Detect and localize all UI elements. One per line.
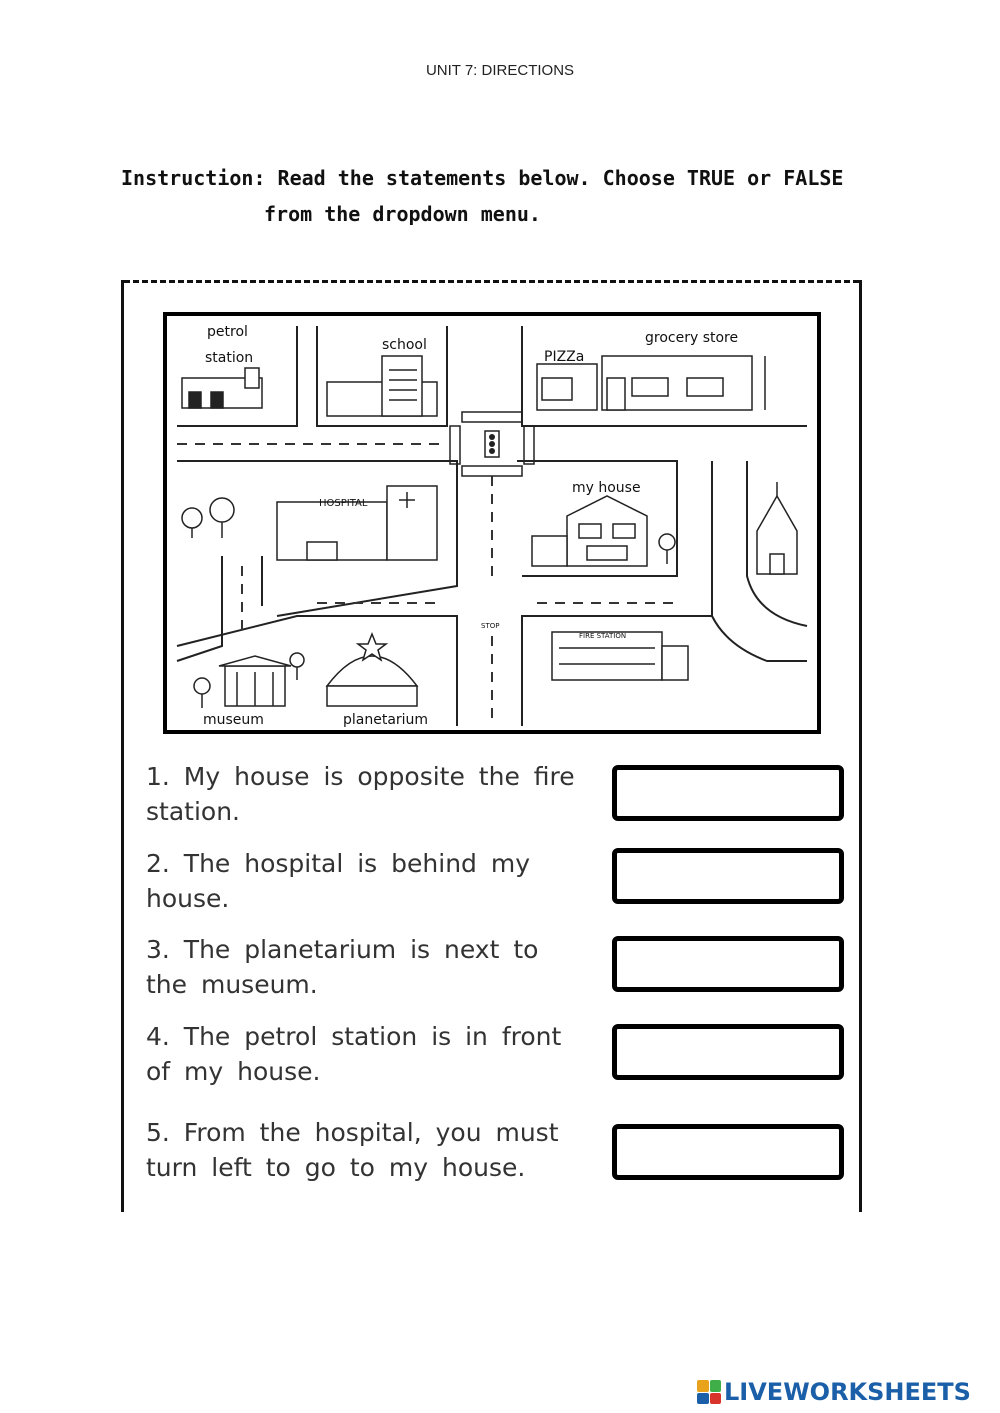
- school-building: [326, 355, 438, 417]
- petrol-station-building: [181, 367, 263, 409]
- crosswalk: [523, 425, 535, 465]
- answer-dropdown-4[interactable]: [612, 1024, 844, 1080]
- road-edge: [521, 615, 807, 726]
- tree-icon: [181, 497, 235, 538]
- map-label-petrol: petrol: [207, 324, 248, 340]
- statement-2: 2. The hospital is behind my house.: [146, 846, 596, 916]
- pizza-shop-building: [536, 363, 598, 411]
- statement-3-line-1: 3. The planetarium is next to: [146, 935, 539, 964]
- map-label-museum: museum: [203, 712, 264, 728]
- map-label-stop: STOP: [481, 622, 499, 630]
- map-label-school: school: [382, 337, 427, 353]
- map-label-my-house: my house: [572, 480, 641, 496]
- instruction-line-1: Instruction: Read the statements below. …: [121, 166, 844, 190]
- answer-dropdown-5[interactable]: [612, 1124, 844, 1180]
- traffic-light-icon: [484, 430, 500, 458]
- map-label-pizza: PIZZa: [544, 349, 584, 365]
- road-edge: [521, 326, 807, 427]
- crosswalk: [461, 411, 523, 423]
- statement-4-line-1: 4. The petrol station is in front: [146, 1022, 562, 1051]
- hospital-building: [276, 485, 438, 561]
- statement-5-line-1: 5. From the hospital, you must: [146, 1118, 559, 1147]
- statement-3: 3. The planetarium is next to the museum…: [146, 932, 596, 1002]
- logo-square: [709, 1380, 721, 1392]
- statement-4-line-2: of my house.: [146, 1057, 321, 1086]
- statement-1: 1. My house is opposite the fire station…: [146, 759, 596, 829]
- road-edge: [177, 326, 298, 427]
- logo-square: [697, 1392, 709, 1404]
- church-building: [756, 482, 798, 575]
- statement-2-line-2: house.: [146, 884, 230, 913]
- statement-3-line-2: the museum.: [146, 970, 318, 999]
- unit-title: UNIT 7: DIRECTIONS: [425, 62, 575, 79]
- museum-building: [218, 655, 292, 707]
- map-label-planetarium: planetarium: [343, 712, 428, 728]
- liveworksheets-wordmark: LIVEWORKSHEETS: [724, 1378, 971, 1406]
- map-label-fire-station: FIRE STATION: [579, 632, 626, 640]
- fire-station-building: [551, 631, 689, 681]
- map-label-hospital: HOSPITAL: [319, 498, 368, 509]
- town-map-drawing: petrol station school PIZZa grocery stor…: [176, 324, 808, 728]
- tree-icon: [193, 652, 305, 708]
- road-edge: [316, 326, 448, 427]
- statement-2-line-1: 2. The hospital is behind my: [146, 849, 531, 878]
- dashed-top-edge: [124, 280, 859, 283]
- map-label-grocery: grocery store: [645, 330, 738, 346]
- instruction-text: Instruction: Read the statements below. …: [121, 160, 881, 232]
- statement-5-line-2: turn left to go to my house.: [146, 1153, 526, 1182]
- grocery-store-building: [601, 355, 766, 411]
- road-edge: [176, 615, 458, 726]
- road-edge: [517, 460, 678, 577]
- instruction-line-2: from the dropdown menu.: [264, 202, 541, 226]
- liveworksheets-brand[interactable]: LIVEWORKSHEETS: [697, 1376, 971, 1408]
- worksheet-frame: [121, 280, 862, 1212]
- crosswalk: [461, 465, 523, 477]
- logo-square: [697, 1380, 709, 1392]
- map-label-station: station: [205, 350, 253, 366]
- answer-dropdown-1[interactable]: [612, 765, 844, 821]
- answer-dropdown-2[interactable]: [612, 848, 844, 904]
- road-edge: [176, 556, 223, 662]
- logo-square: [709, 1392, 721, 1404]
- liveworksheets-logo-icon: [697, 1380, 721, 1404]
- tree-icon: [658, 533, 676, 564]
- answer-dropdown-3[interactable]: [612, 936, 844, 992]
- statement-1-line-2: station.: [146, 797, 240, 826]
- road-edge: [177, 460, 458, 617]
- statement-1-line-1: 1. My house is opposite the fire: [146, 762, 575, 791]
- planetarium-building: [325, 631, 419, 707]
- statement-4: 4. The petrol station is in front of my …: [146, 1019, 596, 1089]
- town-map: petrol station school PIZZa grocery stor…: [163, 312, 821, 734]
- road-edge: [746, 461, 808, 627]
- my-house-building: [531, 495, 648, 567]
- crosswalk: [449, 425, 461, 465]
- statement-5: 5. From the hospital, you must turn left…: [146, 1115, 596, 1185]
